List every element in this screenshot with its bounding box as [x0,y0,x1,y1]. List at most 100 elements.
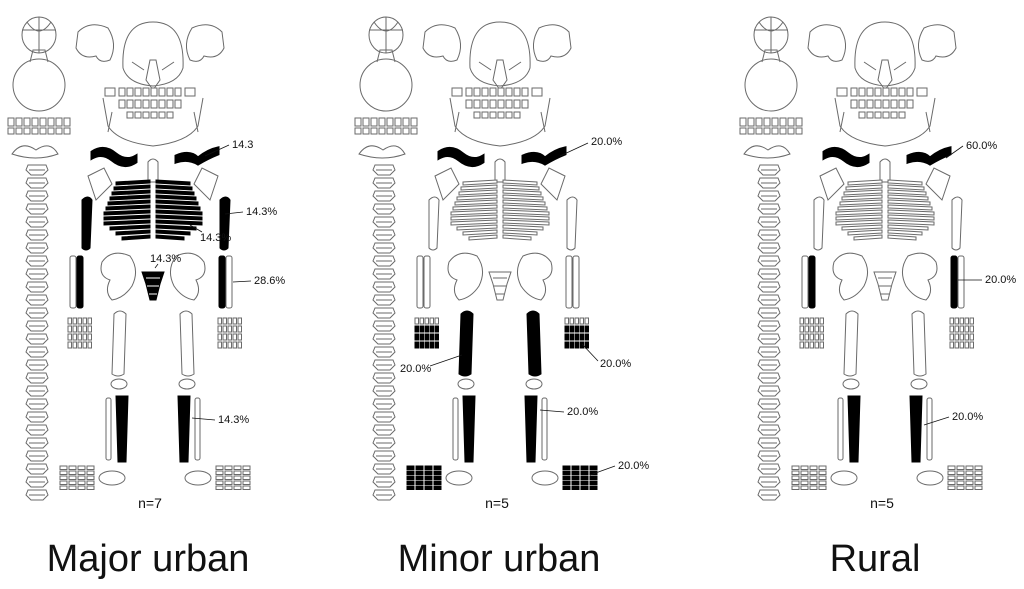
annotation-label: 20.0% [600,358,631,370]
tooth [159,88,165,96]
rib-right [888,210,934,215]
foot-phalanx [243,486,250,490]
tooth [175,100,181,108]
clavicle-left-bone [824,148,868,165]
femur-left-bone [459,311,473,376]
rib-left [842,225,882,230]
hand-phalanx [570,318,574,324]
hand-phalanx [575,318,579,324]
cervical-bone [64,128,70,134]
radius-right-bone [951,256,957,308]
foot-phalanx [216,466,223,470]
tooth [127,88,133,96]
tooth [482,112,488,118]
hand-phalanx [970,342,974,348]
cervical-bones [355,118,417,134]
foot-phalanx [563,481,570,485]
tooth [875,112,881,118]
atlas-bone [744,146,790,158]
cervical-bone [756,118,762,126]
tooth [185,88,195,96]
vertebral-column [26,165,48,500]
rib-right [503,195,543,200]
tooth [917,88,927,96]
rib-left [842,195,882,200]
foot-left [407,466,472,490]
cervical-bone [40,128,46,134]
hand-right [565,318,589,348]
annotation-label: 20.0% [985,274,1016,286]
foot-phalanx [225,466,232,470]
patella-right-bone [179,379,195,389]
hand-phalanx [810,318,814,324]
tooth [135,112,141,118]
tooth [837,88,847,96]
annotation-leader [582,344,598,361]
sample-size-label: n=5 [485,495,509,511]
hand-phalanx [228,326,232,332]
foot-phalanx [78,466,85,470]
cervical-bone [788,118,794,126]
rib-left [836,210,882,215]
tooth [490,88,496,96]
fibula-left-bone [453,398,458,460]
annotation-label: 60.0% [966,140,997,152]
rib-right [888,185,924,190]
clavicle-right-bone [908,148,950,164]
tooth [143,88,149,96]
tooth [167,112,173,118]
ilium-left-bone [833,253,868,300]
fibula-right-bone [195,398,200,460]
hand-phalanx [435,326,439,332]
cervical-bone [387,118,393,126]
frontal-bone [470,22,530,86]
panel-title-minor-urban: Minor urban [349,538,649,581]
tooth [119,88,125,96]
foot-phalanx [69,466,76,470]
cervical-bone [379,118,385,126]
cervical-bone [363,128,369,134]
patella-left-bone [111,379,127,389]
foot-phalanx [590,476,597,480]
cervical-bone [740,128,746,134]
scapula-right-bone [194,168,218,200]
skeleton-panel-0 [8,17,250,500]
hand-phalanx [810,326,814,332]
rib-right [503,200,545,205]
annotation-label: 20.0% [591,136,622,148]
foot-phalanx [810,481,817,485]
annotation-leader [430,355,462,366]
atlas-bone [12,146,58,158]
tibia-right-bone [178,396,190,462]
hand-phalanx [218,318,222,324]
rib-right [503,225,543,230]
foot-phalanx [243,466,250,470]
hand-phalanx [430,342,434,348]
rib-right [503,220,549,225]
tooth [167,88,173,96]
ulna-right-bone [958,256,964,308]
foot-phalanx [792,481,799,485]
foot-phalanx [434,471,441,475]
hand-phalanx [68,326,72,332]
foot-phalanx [801,486,808,490]
sternum-bone [495,159,505,182]
radius-left-bone [424,256,430,308]
rib-left [108,200,150,205]
hand-phalanx [970,334,974,340]
rib-right [888,200,930,205]
cranial-vault-bone [13,59,65,111]
foot-phalanx [957,466,964,470]
foot-phalanx [572,471,579,475]
annotation-label: 20.0% [618,460,649,472]
panel-title-rural: Rural [725,538,1024,581]
foot-phalanx [425,481,432,485]
hand-phalanx [950,326,954,332]
humerus-left-bone [82,197,92,250]
hand-phalanx [565,342,569,348]
foot-phalanx [563,466,570,470]
hand-phalanx [223,342,227,348]
rib-right [156,235,184,240]
cervical-bone [32,128,38,134]
foot-phalanx [434,481,441,485]
